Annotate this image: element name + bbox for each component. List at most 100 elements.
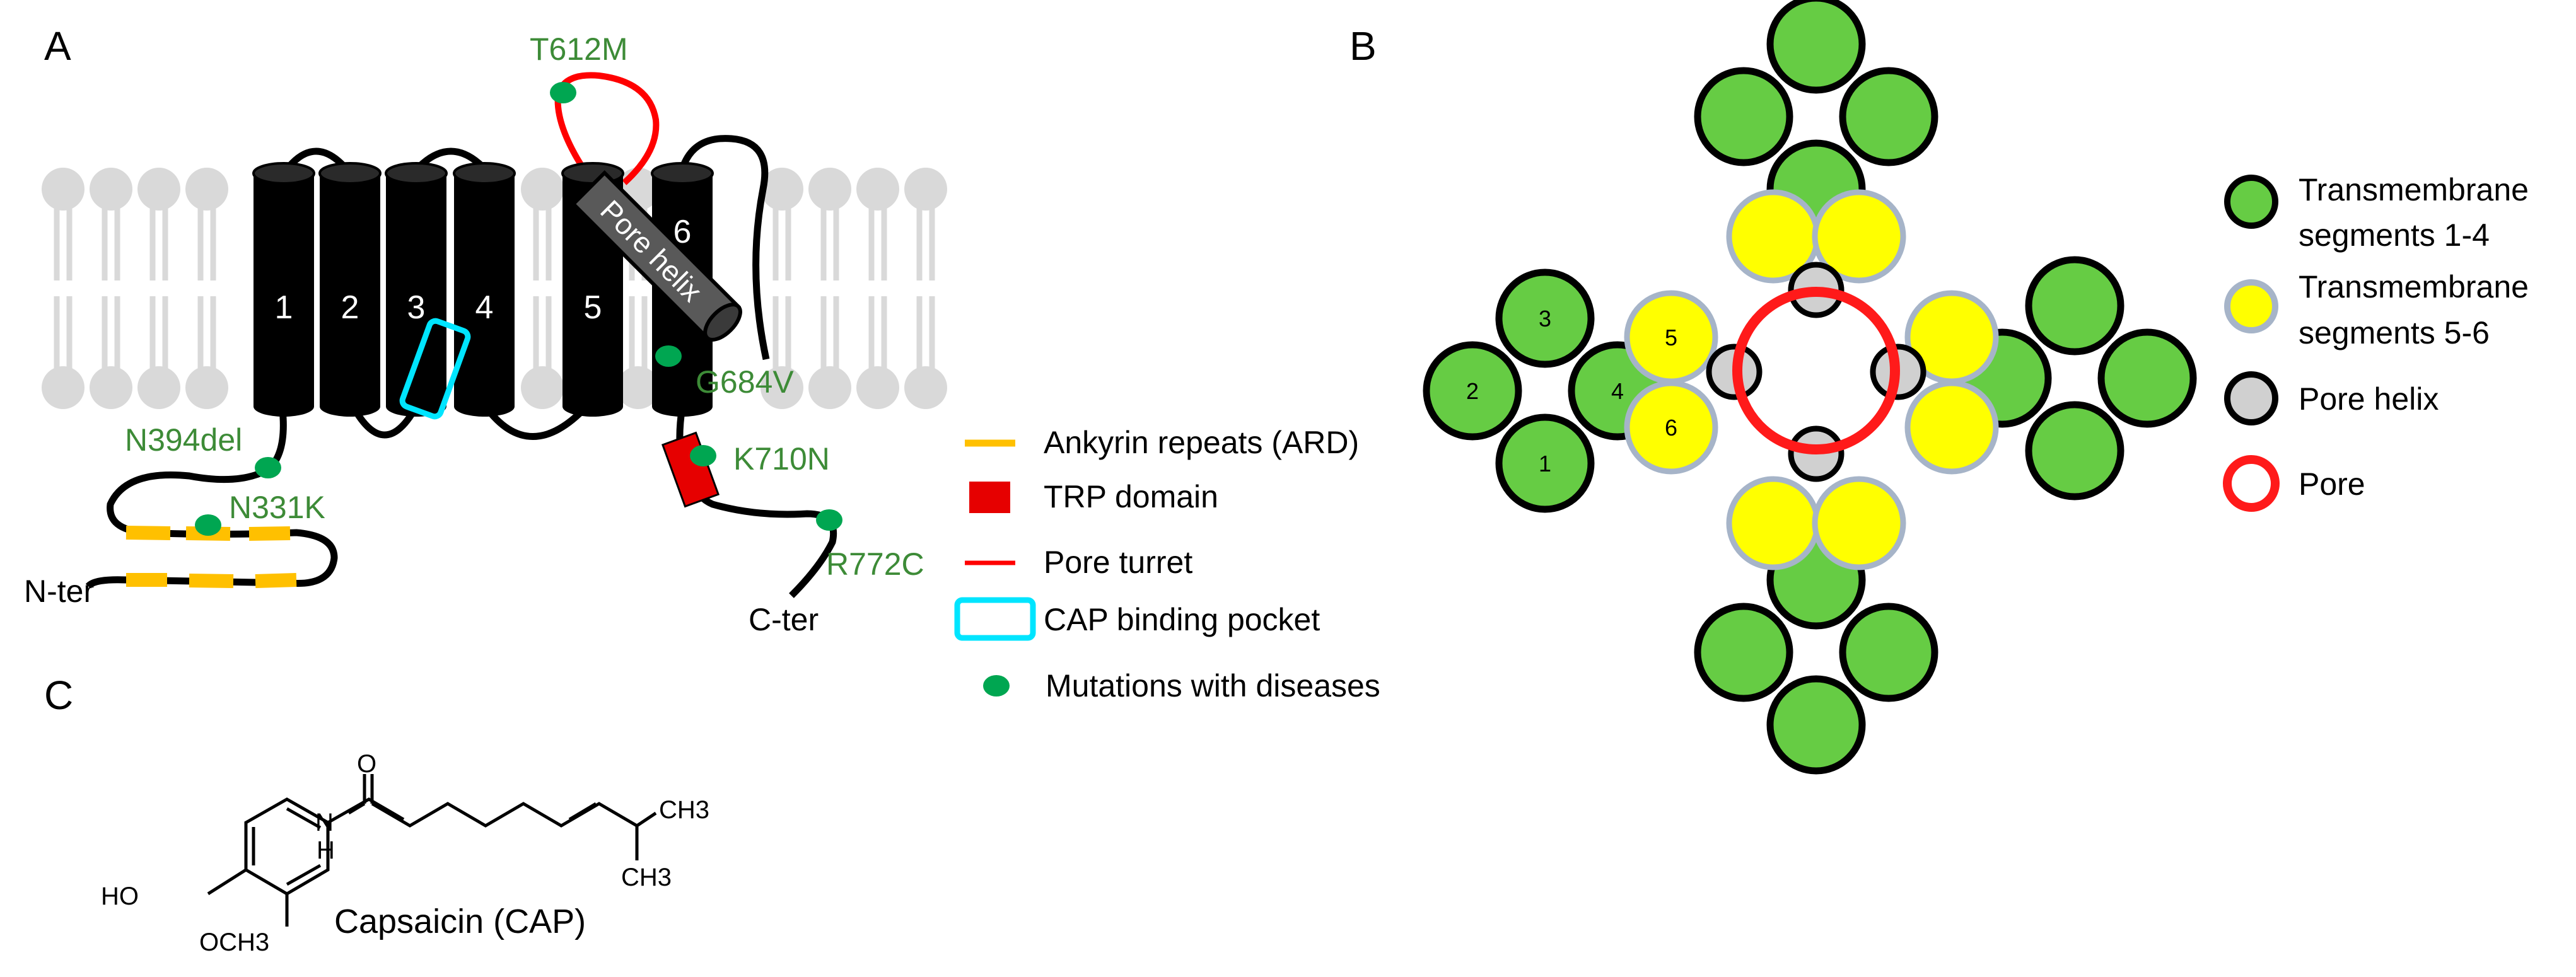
helix-bottom [454,396,515,417]
tm-segment-1-4 [1694,603,1793,702]
lipid-head-bottom [185,366,228,409]
lipid-head-bottom [617,366,660,409]
legend-trp-label: TRP domain [1044,479,1218,514]
capsaicin-structure [347,774,374,815]
bond-ho [207,868,247,896]
helix-3: 3 [385,162,448,417]
legend-tm14-swatch [2224,175,2278,229]
atom-label-o: O [357,750,376,778]
lipid-head-top [761,168,803,211]
legend-mutation-swatch [983,675,1010,697]
helix-top [252,162,315,185]
tm-segment-label: 1 [1539,451,1551,477]
tm-segment-1-4 [1766,675,1866,775]
helix-label-1: 1 [275,289,293,326]
atom-label-ch3-bottom: CH3 [621,864,672,891]
mutation-dot-t612m [550,82,576,103]
lipid-head-top [185,168,228,211]
trans-double-bond [568,802,597,821]
lipid-head-bottom [521,366,564,409]
trp-domain [661,431,720,508]
tm-segment-1-4 [2097,328,2197,428]
legend-panel-b: Transmembrane segments 1-4 Transmembrane… [2223,172,2529,512]
panel-label-c: C [44,673,73,718]
lipid-head-top [42,168,85,211]
atom-label-ho: HO [101,882,139,910]
mutation-label-g684v: G684V [696,364,794,400]
helix-body [454,173,515,407]
legend-tm14-line1: Transmembrane [2299,172,2529,207]
legend-turret-label: Pore turret [1044,545,1192,580]
helix-top [318,162,382,185]
alkyl-chain [371,802,657,828]
helix-label-5: 5 [584,289,602,326]
lipid-head-bottom [808,366,851,409]
tm-segment-label: 5 [1665,325,1677,350]
cap-binding-pocket [399,318,471,420]
tm-segment-label: 4 [1611,378,1624,404]
helix-4: 4 [453,162,516,417]
helix-bottom [320,396,380,417]
legend-tm56-line1: Transmembrane [2299,269,2529,304]
legend-pore-label: Pore [2299,466,2365,502]
helix-2: 2 [318,162,382,417]
legend-mutation-label: Mutations with diseases [1046,668,1380,703]
lipid-head-bottom [761,366,803,409]
mutation-label-r772c: R772C [826,546,924,582]
atom-label-och3: OCH3 [199,928,269,956]
lipid-head-top [521,168,564,211]
helix-top [651,162,714,185]
tm-segment-1-4 [1694,67,1793,166]
ankyrin-repeats [125,526,297,588]
tm-segment-1-4 [1839,67,1938,166]
mutation-label-k710n: K710N [733,441,830,477]
mutation-markers [195,82,842,536]
loop-2-3 [350,405,419,439]
helix-body [254,173,314,407]
legend-tm56-line2: segments 5-6 [2299,315,2490,350]
lipid-head-bottom [137,366,180,409]
legend-cap-pocket-label: CAP binding pocket [1044,602,1320,637]
loop-s6-top [677,135,770,361]
mutation-label-n394del: N394del [125,422,242,458]
lipid-head-bottom [42,366,85,409]
helix-bottom [254,396,314,417]
legend-pore-helix-label: Pore helix [2299,381,2439,417]
pore-ring [1732,287,1900,454]
panel-label-b: B [1349,23,1377,69]
tm-segment-1-4 [1766,0,1866,94]
mutation-label-n331k: N331K [229,490,325,525]
tm-segment-1-4 [1423,341,1522,441]
lipid-head-bottom [856,366,899,409]
tm-segment-1-4 [2025,256,2124,356]
legend-trp-swatch [969,482,1010,513]
tm-segment-5-6 [1624,380,1718,475]
ankyrin-repeat [255,573,297,588]
mutation-labels: T612M G684V K710N R772C N394del N331K [125,32,924,582]
mutation-dot-n331k [195,514,221,536]
lipid-head-top [137,168,180,211]
c-terminus-label: C-ter [749,602,819,637]
capsaicin-atom-labels: O N H HO OCH3 CH3 CH3 [101,750,709,956]
tm-segment-label: 6 [1665,415,1677,441]
ankyrin-repeat [248,526,291,541]
bond-n-co [347,802,366,815]
tm-segment-label: 3 [1539,306,1551,332]
helix-1: 1 [252,162,315,417]
mutation-dot-g684v [655,345,682,367]
helix-bottom [562,396,623,417]
helix-label-2: 2 [341,289,359,326]
pore-turret [554,72,660,185]
legend-panel-a: Ankyrin repeats (ARD) TRP domain Pore tu… [954,425,1380,703]
helix-top [453,162,516,185]
tm-segment-5-6 [1726,476,1821,570]
c-terminal-tail [676,406,837,598]
atom-label-ch3-top: CH3 [659,796,709,824]
legend-tm56-swatch [2224,279,2278,333]
tm-segment-1-4 [2025,401,2124,500]
tm-segment-1-4 [1839,603,1938,702]
mutation-label-t612m: T612M [530,32,628,67]
legend-ard-label: Ankyrin repeats (ARD) [1044,425,1359,460]
